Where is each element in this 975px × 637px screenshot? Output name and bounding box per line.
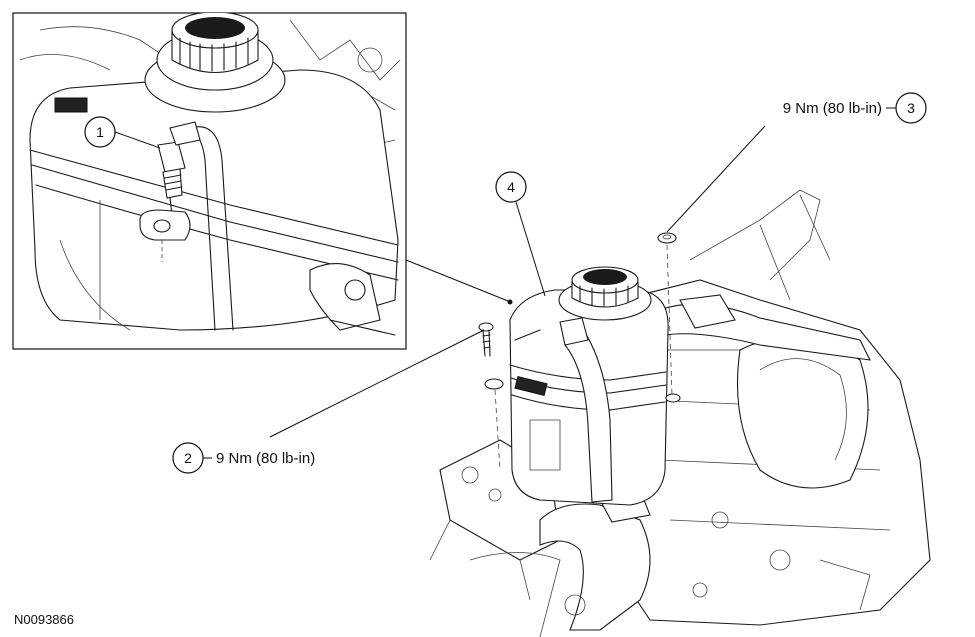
callout-4: 4 — [495, 171, 546, 297]
callout-2-number: 2 — [184, 450, 192, 466]
nut-fastener — [657, 232, 681, 403]
callout-1-number: 1 — [96, 124, 104, 140]
inset-reference-point — [507, 299, 513, 305]
inset-leader-line — [405, 259, 509, 302]
callout-4-number: 4 — [507, 179, 515, 195]
callout-3-torque: 9 Nm (80 lb-in) — [783, 100, 882, 117]
inset-detail-view — [12, 12, 407, 350]
callout-3-number: 3 — [907, 100, 915, 116]
callout-3: 3 9 Nm (80 lb-in) — [666, 92, 927, 233]
callout-2-torque: 9 Nm (80 lb-in) — [216, 450, 315, 467]
figure-id: N0093866 — [14, 612, 74, 627]
main-assembly-view — [405, 189, 931, 637]
bolt-fastener — [478, 322, 504, 471]
callout-1: 1 — [84, 116, 161, 149]
callout-2: 2 9 Nm (80 lb-in) — [172, 329, 485, 474]
